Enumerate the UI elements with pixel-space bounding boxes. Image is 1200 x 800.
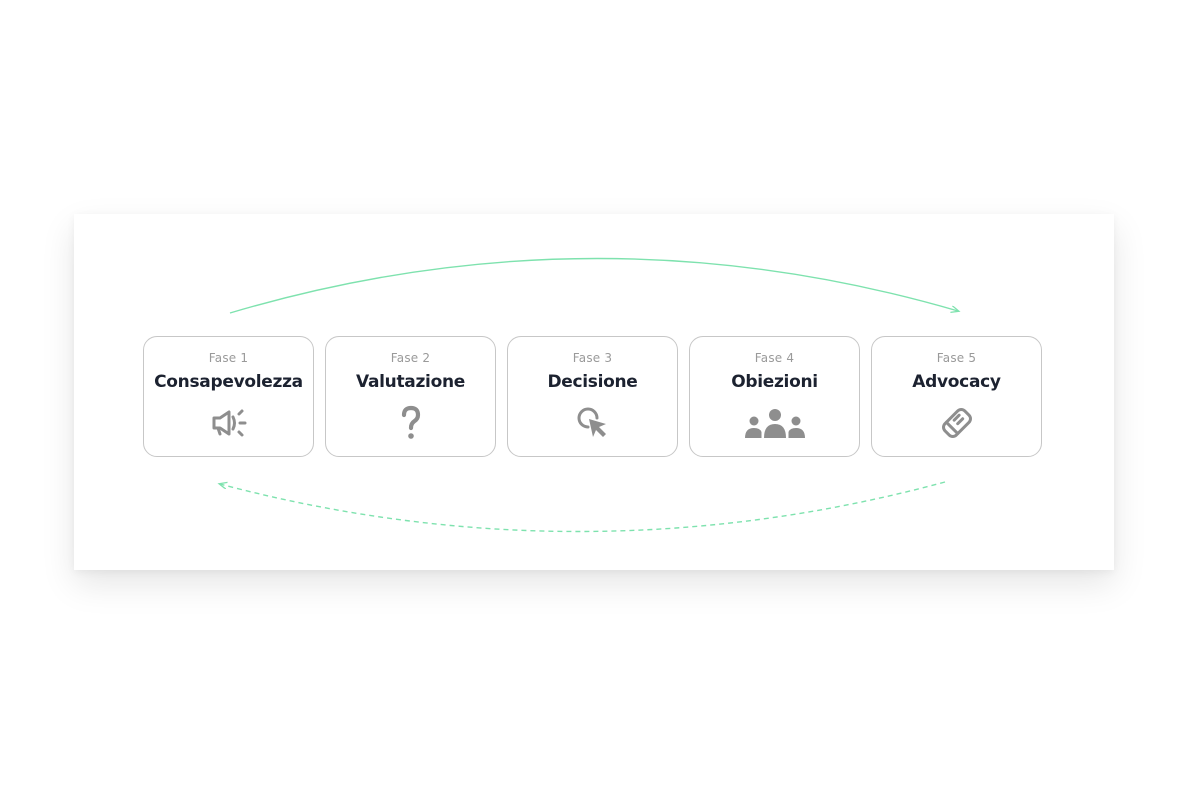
phase-title: Advocacy (912, 372, 1001, 392)
phase-card-5: Fase 5 Advocacy (871, 336, 1042, 457)
phase-card-1: Fase 1 Consapevolezza (143, 336, 314, 457)
question-mark-icon (391, 403, 431, 443)
phase-label: Fase 1 (208, 351, 249, 365)
phase-title: Obiezioni (731, 372, 818, 392)
phase-title: Decisione (547, 372, 638, 392)
phase-label: Fase 4 (754, 351, 795, 365)
phase-label: Fase 2 (390, 351, 431, 365)
phase-label: Fase 3 (572, 351, 613, 365)
phase-card-2: Fase 2 Valutazione (325, 336, 496, 457)
megaphone-icon (209, 403, 249, 443)
cursor-click-icon (573, 403, 613, 443)
phase-label: Fase 5 (936, 351, 977, 365)
phase-card-3: Fase 3 Decisione (507, 336, 678, 457)
group-people-icon (743, 403, 807, 443)
phase-title: Valutazione (356, 372, 465, 392)
phase-row: Fase 1 Consapevolezza F (143, 336, 1045, 459)
phase-title: Consapevolezza (154, 372, 303, 392)
phase-card-4: Fase 4 Obiezioni (689, 336, 860, 457)
handshake-icon (937, 403, 977, 443)
